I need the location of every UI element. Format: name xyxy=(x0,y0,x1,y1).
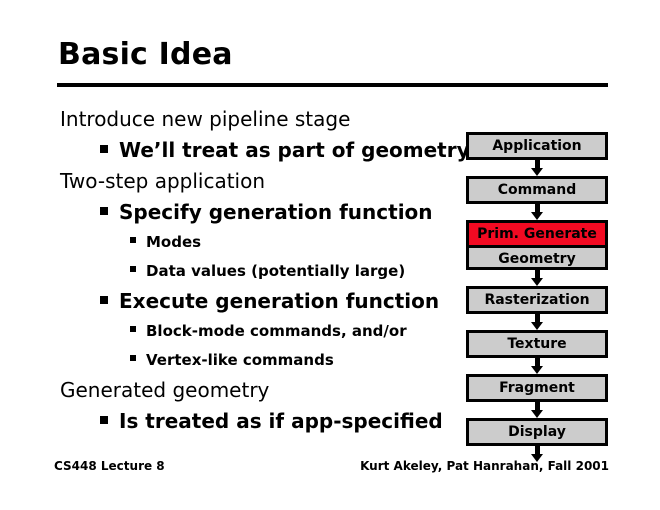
pipeline-stage-application: Application xyxy=(469,135,605,157)
arrow-head-icon xyxy=(531,278,543,286)
pipeline-stage-display: Display xyxy=(469,421,605,443)
pipeline-arrow-output xyxy=(466,446,608,462)
bullet-label: Data values (potentially large) xyxy=(146,262,406,280)
bullet-item-level-1: Introduce new pipeline stage xyxy=(0,104,450,135)
arrow-head-icon xyxy=(531,322,543,330)
bullet-item-level-1: Two-step application xyxy=(0,166,450,197)
bullet-item-level-2: We’ll treat as part of geometry xyxy=(0,135,470,166)
square-bullet-icon xyxy=(100,207,108,215)
bullet-label: Specify generation function xyxy=(119,200,433,224)
pipeline-arrow xyxy=(466,204,608,220)
pipeline-stage-group: Command xyxy=(466,176,608,204)
bullet-label: Introduce new pipeline stage xyxy=(60,107,351,131)
pipeline-stage-command: Command xyxy=(469,179,605,201)
bullet-label: Vertex-like commands xyxy=(146,351,334,369)
arrow-shaft xyxy=(534,402,540,412)
pipeline-arrow xyxy=(466,314,608,330)
pipeline-stage-fragment: Fragment xyxy=(469,377,605,399)
pipeline-stage-group: Rasterization xyxy=(466,286,608,314)
arrow-head-icon xyxy=(531,212,543,220)
title-divider xyxy=(57,83,608,87)
square-bullet-icon xyxy=(130,326,136,332)
pipeline-stage-group: Application xyxy=(466,132,608,160)
bullet-item-level-3: Block-mode commands, and/or xyxy=(0,317,450,346)
bullet-label: We’ll treat as part of geometry xyxy=(119,138,470,162)
pipeline-stage-group: Fragment xyxy=(466,374,608,402)
bullet-label: Generated geometry xyxy=(60,378,270,402)
bullet-item-level-3: Modes xyxy=(0,228,450,257)
page-title: Basic Idea xyxy=(58,37,233,72)
pipeline-stage-geometry: Geometry xyxy=(469,245,605,267)
bullet-label: Modes xyxy=(146,233,202,251)
arrow-head-icon xyxy=(531,168,543,176)
pipeline-stage-rasterization: Rasterization xyxy=(469,289,605,311)
bullet-item-level-2: Execute generation function xyxy=(0,286,450,317)
arrow-shaft xyxy=(534,358,540,368)
arrow-shaft xyxy=(534,204,540,214)
bullet-item-level-3: Vertex-like commands xyxy=(0,346,450,375)
arrow-head-icon xyxy=(531,454,543,462)
bullet-item-level-2: Is treated as if app-specified xyxy=(0,406,450,437)
arrow-head-icon xyxy=(531,410,543,418)
square-bullet-icon xyxy=(130,237,136,243)
arrow-shaft xyxy=(534,160,540,170)
bullet-item-level-3: Data values (potentially large) xyxy=(0,257,450,286)
square-bullet-icon xyxy=(100,296,108,304)
arrow-shaft xyxy=(534,270,540,280)
pipeline-arrow xyxy=(466,270,608,286)
footer-course-label: CS448 Lecture 8 xyxy=(54,459,165,473)
square-bullet-icon xyxy=(100,416,108,424)
pipeline-stage-texture: Texture xyxy=(469,333,605,355)
bullet-item-level-1: Generated geometry xyxy=(0,375,450,406)
bullet-label: Is treated as if app-specified xyxy=(119,409,443,433)
arrow-head-icon xyxy=(531,366,543,374)
bullet-label: Block-mode commands, and/or xyxy=(146,322,407,340)
arrow-shaft xyxy=(534,314,540,324)
square-bullet-icon xyxy=(100,145,108,153)
footer-authors-label: Kurt Akeley, Pat Hanrahan, Fall 2001 xyxy=(360,459,609,473)
pipeline-stage-group: Display xyxy=(466,418,608,446)
square-bullet-icon xyxy=(130,266,136,272)
bullet-item-level-2: Specify generation function xyxy=(0,197,450,228)
pipeline-stage-group: Texture xyxy=(466,330,608,358)
pipeline-arrow xyxy=(466,160,608,176)
pipeline-stage-prim-generate: Prim. Generate xyxy=(469,223,605,245)
bullet-label: Two-step application xyxy=(60,169,266,193)
bullet-label: Execute generation function xyxy=(119,289,440,313)
pipeline-arrow xyxy=(466,358,608,374)
square-bullet-icon xyxy=(130,355,136,361)
arrow-shaft xyxy=(534,446,540,456)
pipeline-arrow xyxy=(466,402,608,418)
